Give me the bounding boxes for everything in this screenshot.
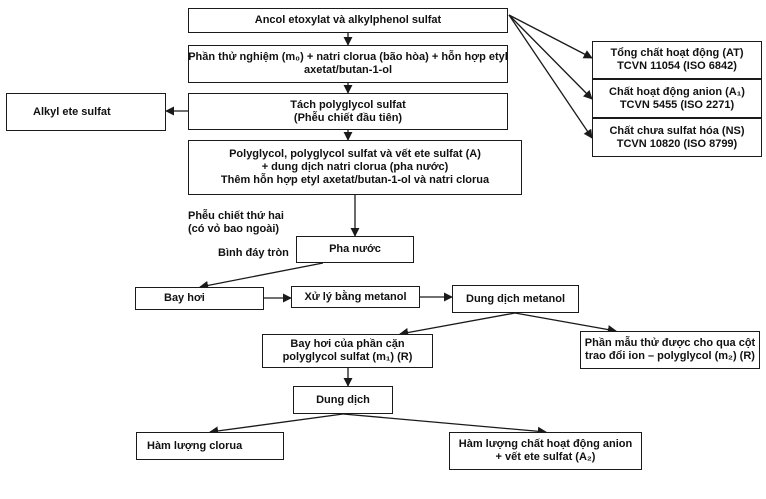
total-surfactant-line-2: TCVN 11054 (ISO 6842) xyxy=(617,60,737,72)
anionic-surfactant-box: Chất hoạt động anion (A₁) TCVN 5455 (ISO… xyxy=(592,79,762,118)
start-text: Ancol etoxylat và alkylphenol sulfat xyxy=(254,14,442,26)
aqueous-mix-line-1: Polyglycol, polyglycol sulfat và vết ete… xyxy=(229,148,481,160)
arrow-aqueous-to-evaporate xyxy=(199,262,324,290)
arrow-start-to-anionic xyxy=(508,14,593,100)
aqueous-mix-line-3: Thêm hỗn hợp etyl axetat/butan-1-ol và n… xyxy=(220,174,490,186)
residue-evaporation-line-1: Bay hơi của phần cặn xyxy=(290,338,405,350)
unsulfated-matter-line-2: TCVN 10820 (ISO 8799) xyxy=(616,137,738,150)
unsulfated-matter-line-1: Chất chưa sulfat hóa (NS) xyxy=(609,124,745,137)
methanol-treatment-text: Xử lý bằng metanol xyxy=(304,290,407,303)
solution-text: Dung dịch xyxy=(316,393,370,406)
arrow-start-to-unsulfated xyxy=(508,14,593,139)
ion-exchange-box: Phần mẫu thử được cho qua cột trao đổi i… xyxy=(580,331,760,369)
solution-box: Dung dịch xyxy=(293,386,393,414)
anionic-surfactant-line-2: TCVN 5455 (ISO 2271) xyxy=(619,98,735,111)
methanol-solution-box: Dung dịch metanol xyxy=(452,285,579,313)
evaporate-text: Bay hơi xyxy=(164,292,205,304)
chloride-content-text: Hàm lượng clorua xyxy=(147,439,243,452)
alkyl-ether-sulfate-text: Alkyl ete sulfat xyxy=(33,105,111,118)
sample-step-box: Phần thử nghiệm (m₀) + natri clorua (bão… xyxy=(188,45,508,83)
aqueous-mix-box: Polyglycol, polyglycol sulfat và vết ete… xyxy=(188,140,522,195)
arrow-dung-dich-to-anion xyxy=(342,413,547,436)
second-funnel-line-1: Phễu chiết thứ hai xyxy=(188,210,284,222)
round-flask-label: Bình đáy tròn xyxy=(218,247,289,260)
start-box: Ancol etoxylat và alkylphenol sulfat xyxy=(188,8,508,33)
residue-evaporation-line-2: polyglycol sulfat (m₁) (R) xyxy=(282,351,413,363)
arrow-solution-to-ion-exchange xyxy=(514,312,617,335)
separate-polyglycol-line-2: (Phễu chiết đầu tiên) xyxy=(293,111,403,124)
methanol-treatment-box: Xử lý bằng metanol xyxy=(291,286,420,308)
arrow-solution-to-residue xyxy=(399,312,516,338)
total-surfactant-box: Tổng chất hoạt động (AT) TCVN 11054 (ISO… xyxy=(592,41,762,79)
chloride-content-box: Hàm lượng clorua xyxy=(136,432,284,460)
arrow-dung-dich-to-chloride xyxy=(209,413,344,436)
second-funnel-line-2: (có vỏ bao ngoài) xyxy=(188,223,280,235)
aqueous-mix-line-2: + dung dịch natri clorua (pha nước) xyxy=(261,161,449,173)
alkyl-ether-sulfate-box: Alkyl ete sulfat xyxy=(6,93,166,131)
aqueous-phase-box: Pha nước xyxy=(296,236,414,263)
methanol-solution-text: Dung dịch metanol xyxy=(466,292,565,305)
sample-step-line-2: axetat/butan-1-ol xyxy=(303,64,392,76)
total-surfactant-line-1: Tổng chất hoạt động (AT) xyxy=(610,47,744,59)
ion-exchange-line-2: trao đổi ion – polyglycol (m₂) (R) xyxy=(585,350,755,362)
round-flask-text: Bình đáy tròn xyxy=(218,247,289,259)
sample-step-line-1: Phần thử nghiệm (m₀) + natri clorua (bão… xyxy=(188,51,508,63)
anion-content-line-2: + vết ete sulfat (A₂) xyxy=(495,451,596,463)
anionic-surfactant-line-1: Chất hoạt động anion (A₁) xyxy=(609,85,745,98)
separate-polyglycol-box: Tách polyglycol sulfat (Phễu chiết đầu t… xyxy=(188,93,508,130)
evaporate-box: Bay hơi xyxy=(135,287,264,310)
anion-content-box: Hàm lượng chất hoạt động anion + vết ete… xyxy=(449,432,642,470)
aqueous-phase-text: Pha nước xyxy=(329,243,381,255)
unsulfated-matter-box: Chất chưa sulfat hóa (NS) TCVN 10820 (IS… xyxy=(592,118,762,157)
separate-polyglycol-line-1: Tách polyglycol sulfat xyxy=(290,98,406,111)
residue-evaporation-box: Bay hơi của phần cặn polyglycol sulfat (… xyxy=(262,334,433,368)
second-funnel-label: Phễu chiết thứ hai (có vỏ bao ngoài) xyxy=(188,210,284,236)
anion-content-line-1: Hàm lượng chất hoạt động anion xyxy=(458,438,633,450)
ion-exchange-line-1: Phần mẫu thử được cho qua cột xyxy=(584,337,756,349)
arrow-start-to-total xyxy=(508,14,593,59)
